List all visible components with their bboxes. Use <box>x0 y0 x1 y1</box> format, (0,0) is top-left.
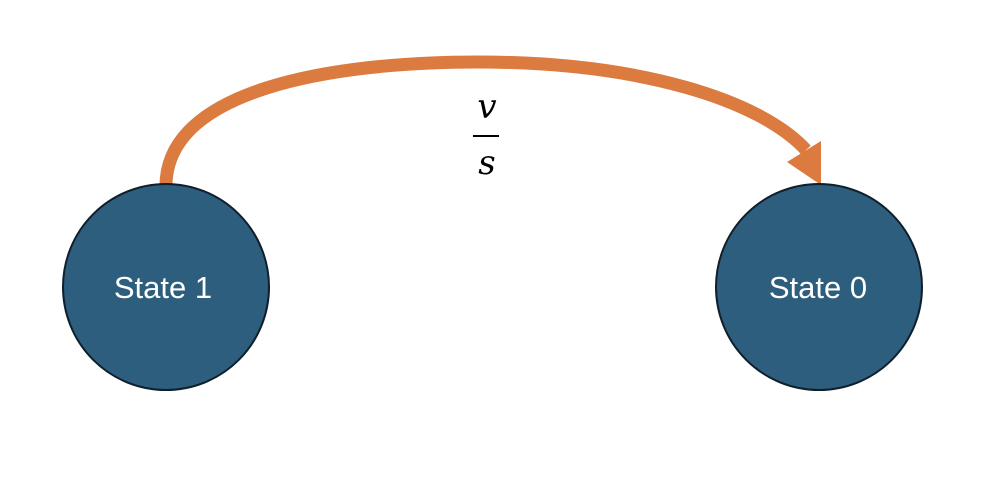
node-state-0-label: State 0 <box>769 270 867 305</box>
node-state-0: State 0 <box>715 183 923 391</box>
transition-arrow <box>159 55 821 187</box>
rate-denominator: s <box>478 143 495 183</box>
node-state-0-circle <box>715 183 923 391</box>
transition-arrow-curve <box>159 55 811 187</box>
node-state-1: State 1 <box>62 183 270 391</box>
node-state-1-label: State 1 <box>114 270 212 305</box>
transition-arrowhead <box>787 141 821 185</box>
transition-rate-label: v s <box>473 87 499 183</box>
node-state-1-circle <box>62 183 270 391</box>
rate-numerator: v <box>477 87 496 127</box>
